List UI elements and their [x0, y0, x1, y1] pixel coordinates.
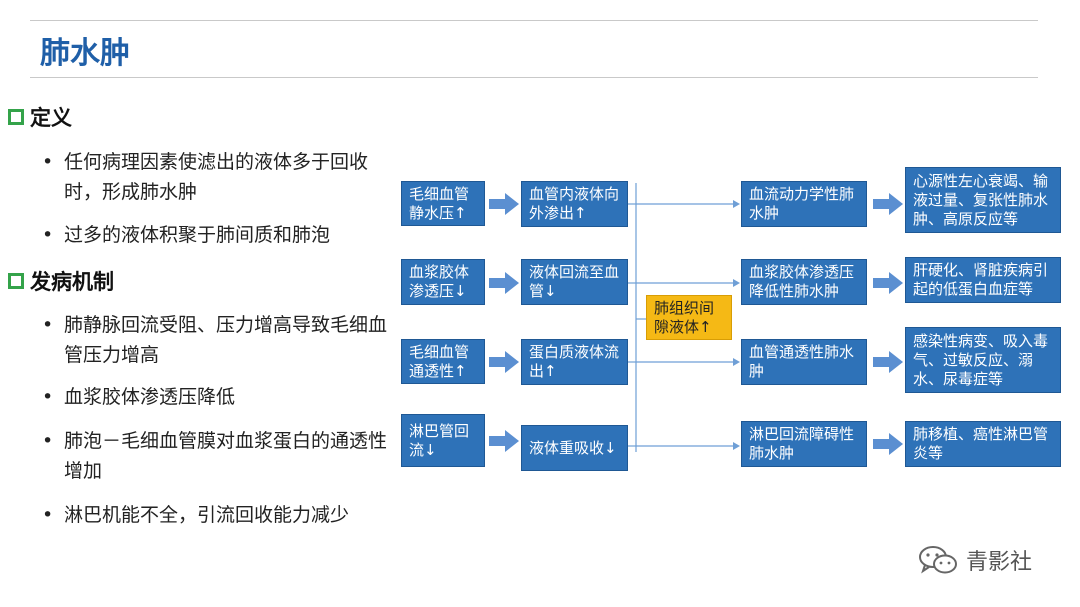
title-rule — [30, 77, 1038, 78]
example-box: 心源性左心衰竭、输液过量、复张性肺水肿、高原反应等 — [905, 167, 1061, 233]
bullet-item: • 任何病理因素使滤出的液体多于回收时，形成肺水肿 — [42, 147, 402, 207]
cause-box: 血浆胶体渗透压↓ — [401, 259, 485, 305]
bullet-text: 任何病理因素使滤出的液体多于回收时，形成肺水肿 — [64, 151, 369, 203]
bullet-item: • 肺泡－毛细血管膜对血浆蛋白的通透性增加 — [42, 426, 402, 486]
bullet-dot: • — [42, 386, 54, 408]
example-box: 感染性病变、吸入毒气、过敏反应、溺水、尿毒症等 — [905, 327, 1061, 393]
section-mechanism-heading: 发病机制 — [8, 266, 114, 296]
section-definition-heading: 定义 — [8, 102, 72, 132]
cause-text: 毛细血管静水压↑ — [409, 184, 470, 222]
example-box: 肺移植、癌性淋巴管炎等 — [905, 421, 1061, 467]
cause-box: 毛细血管静水压↑ — [401, 181, 485, 226]
line-arrowhead — [733, 279, 740, 287]
center-text: 肺组织间隙液体↑ — [654, 298, 715, 336]
effect-box: 血管内液体向外渗出↑ — [521, 181, 628, 227]
bullet-text: 肺静脉回流受阻、压力增高导致毛细血管压力增高 — [64, 314, 388, 366]
effect-box: 液体重吸收↓ — [521, 425, 628, 471]
center-box: 肺组织间隙液体↑ — [646, 295, 732, 340]
section-heading-text: 定义 — [30, 106, 72, 130]
cause-text: 毛细血管通透性↑ — [409, 342, 470, 380]
effect-text: 液体回流至血管↓ — [529, 263, 620, 300]
bullet-text: 淋巴机能不全，引流回收能力减少 — [64, 504, 350, 526]
bullet-dot: • — [42, 504, 54, 526]
type-box: 血管通透性肺水肿 — [741, 339, 867, 385]
page-title: 肺水肿 — [40, 36, 130, 71]
example-text: 心源性左心衰竭、输液过量、复张性肺水肿、高原反应等 — [913, 171, 1049, 228]
top-rule — [30, 20, 1038, 21]
type-text: 血浆胶体渗透压降低性肺水肿 — [749, 263, 855, 300]
bullet-item: • 过多的液体积聚于肺间质和肺泡 — [42, 220, 402, 250]
section-heading-text: 发病机制 — [30, 270, 114, 294]
example-text: 感染性病变、吸入毒气、过敏反应、溺水、尿毒症等 — [913, 331, 1049, 388]
watermark-text: 青影社 — [966, 550, 1033, 575]
cause-text: 血浆胶体渗透压↓ — [409, 263, 470, 300]
square-bullet-icon — [8, 273, 24, 289]
bullet-item: • 血浆胶体渗透压降低 — [42, 382, 402, 412]
bullet-dot: • — [42, 314, 54, 336]
bullet-text: 血浆胶体渗透压降低 — [64, 386, 236, 408]
line-arrowhead — [733, 442, 740, 450]
line-arrowhead — [733, 200, 740, 208]
type-box: 淋巴回流障碍性肺水肿 — [741, 421, 867, 467]
bullet-item: • 淋巴机能不全，引流回收能力减少 — [42, 500, 402, 530]
type-text: 血流动力学性肺水肿 — [749, 185, 855, 222]
effect-text: 蛋白质液体流出↑ — [529, 343, 620, 380]
square-bullet-icon — [8, 109, 24, 125]
cause-box: 毛细血管通透性↑ — [401, 339, 485, 384]
bullet-text: 过多的液体积聚于肺间质和肺泡 — [64, 224, 331, 246]
type-box: 血流动力学性肺水肿 — [741, 181, 867, 227]
bullet-text: 肺泡－毛细血管膜对血浆蛋白的通透性增加 — [64, 430, 388, 482]
cause-box: 淋巴管回流↓ — [401, 414, 485, 467]
bullet-dot: • — [42, 224, 54, 246]
type-box: 血浆胶体渗透压降低性肺水肿 — [741, 259, 867, 305]
effect-box: 蛋白质液体流出↑ — [521, 339, 628, 385]
wechat-logo-icon — [919, 546, 957, 574]
line-arrowhead — [733, 358, 740, 366]
example-box: 肝硬化、肾脏疾病引起的低蛋白血症等 — [905, 257, 1061, 303]
example-text: 肝硬化、肾脏疾病引起的低蛋白血症等 — [913, 261, 1049, 298]
effect-text: 液体重吸收↓ — [529, 438, 617, 457]
effect-text: 血管内液体向外渗出↑ — [529, 185, 620, 222]
bullet-dot: • — [42, 151, 54, 173]
watermark: 青影社 — [918, 544, 1032, 576]
bullet-item: • 肺静脉回流受阻、压力增高导致毛细血管压力增高 — [42, 310, 402, 370]
example-text: 肺移植、癌性淋巴管炎等 — [913, 425, 1049, 462]
type-text: 淋巴回流障碍性肺水肿 — [749, 425, 855, 462]
effect-box: 液体回流至血管↓ — [521, 259, 628, 305]
type-text: 血管通透性肺水肿 — [749, 343, 855, 380]
bullet-dot: • — [42, 430, 54, 452]
cause-text: 淋巴管回流↓ — [409, 421, 470, 459]
